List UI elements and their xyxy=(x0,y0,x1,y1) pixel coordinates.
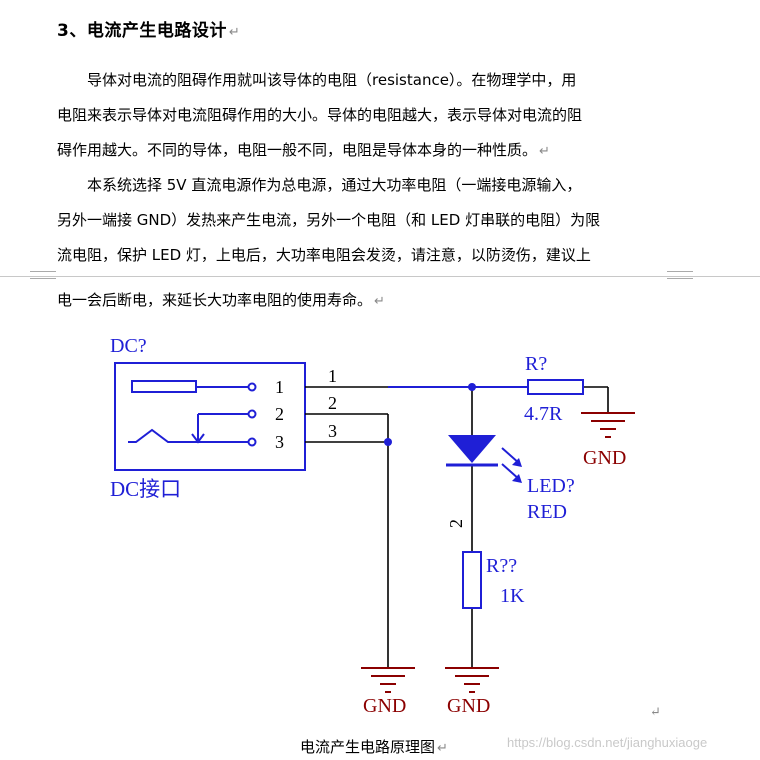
gnd-label: GND xyxy=(363,695,406,717)
dc-connector-ref: DC? xyxy=(110,335,147,357)
paragraph-mark-icon: ↵ xyxy=(228,25,241,40)
led-icon xyxy=(446,435,522,483)
paragraph-2-line-2: 另外一端接 GND）发热来产生电流，另外一个电阻（和 LED 灯串联的电阻）为限 xyxy=(57,211,601,229)
r1-ref: R? xyxy=(525,353,547,375)
paragraph-2-line-4: 电一会后断电，来延长大功率电阻的使用寿命。↵ xyxy=(57,291,385,309)
led-pin-label: 2 xyxy=(446,519,466,528)
paragraph-2-line-3: 流电阻，保护 LED 灯，上电后，大功率电阻会发烫，请注意，以防烫伤，建议上 xyxy=(57,246,591,264)
page-corner-left-icon xyxy=(30,271,56,279)
paragraph-2-line-1: 本系统选择 5V 直流电源作为总电源，通过大功率电阻（一端接电源输入， xyxy=(57,176,582,194)
connector-pin-1: 1 xyxy=(275,377,284,397)
gnd-label: GND xyxy=(447,695,490,717)
wires xyxy=(305,386,609,668)
paragraph-mark-icon: ↵ xyxy=(539,144,550,159)
dc-connector-body xyxy=(114,362,306,471)
junction-dot xyxy=(468,383,476,391)
junction-dot xyxy=(384,438,392,446)
paragraph-mark-icon: ↵ xyxy=(650,705,661,720)
gnd-label: GND xyxy=(583,447,626,469)
paragraph-1-line-2: 电阻来表示导体对电流阻碍作用的大小。导体的电阻越大，表示导体对电流的阻 xyxy=(57,106,583,124)
net-label-3: 3 xyxy=(328,421,337,441)
paragraph-mark-icon: ↵ xyxy=(437,741,448,756)
gnd-symbol-icon xyxy=(581,412,635,438)
resistor-r1-icon xyxy=(527,379,584,395)
page-corner-right-icon xyxy=(667,271,693,279)
r2-value: 1K xyxy=(500,585,525,607)
led-value: RED xyxy=(527,501,567,523)
r2-ref: R?? xyxy=(486,555,517,577)
section-heading: 3、电流产生电路设计↵ xyxy=(57,21,241,41)
watermark: https://blog.csdn.net/jianghuxiaoge xyxy=(507,735,708,750)
r1-value: 4.7R xyxy=(524,403,563,425)
page-break-line xyxy=(0,276,760,277)
connector-pin-3: 3 xyxy=(275,432,284,452)
paragraph-mark-icon: ↵ xyxy=(374,294,385,309)
paragraph-1-line-3: 碍作用越大。不同的导体，电阻一般不同，电阻是导体本身的一种性质。↵ xyxy=(57,141,550,159)
resistor-r2-icon xyxy=(462,551,482,609)
dc-connector-name: DC接口 xyxy=(110,477,181,501)
paragraph-1-line-1: 导体对电流的阻碍作用就叫该导体的电阻（resistance）。在物理学中，用 xyxy=(57,71,577,89)
gnd-symbol-icon xyxy=(445,667,499,693)
net-label-2: 2 xyxy=(328,393,337,413)
circuit-schematic: DC? DC接口 1 2 3 1 2 3 R? 4.7R xyxy=(110,335,635,717)
connector-pin-2: 2 xyxy=(275,404,284,424)
figure-caption: 电流产生电路原理图↵ xyxy=(300,738,448,756)
net-label-1: 1 xyxy=(328,366,337,386)
dc-jack-symbol-icon xyxy=(128,380,257,447)
led-ref: LED? xyxy=(527,475,575,497)
gnd-symbol-icon xyxy=(361,667,415,693)
